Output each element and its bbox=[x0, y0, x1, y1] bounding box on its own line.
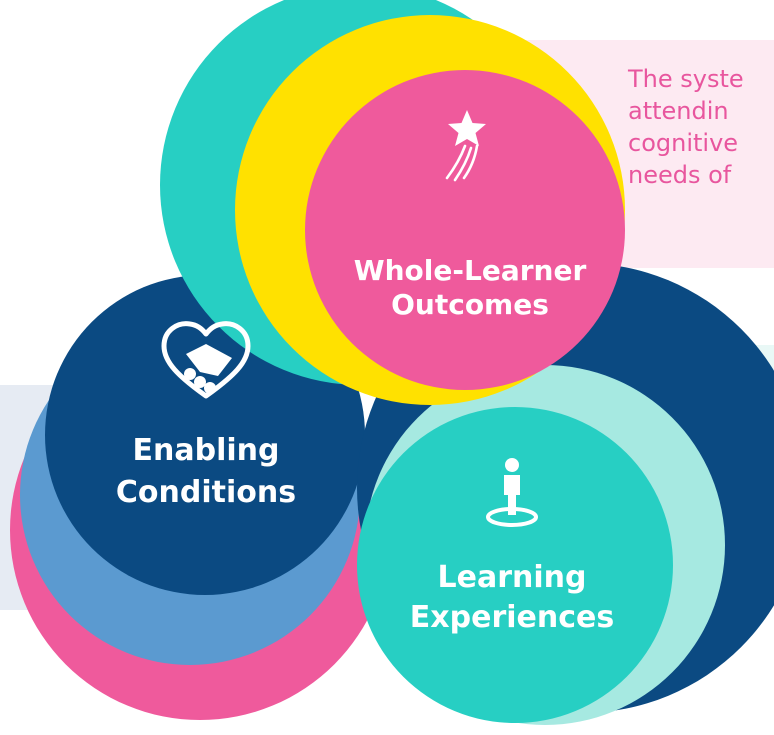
description-line-3: cognitive bbox=[628, 129, 738, 157]
description-line-4: needs of bbox=[628, 161, 732, 189]
enabling-label-line-2: Conditions bbox=[116, 475, 296, 510]
enabling-label-line-1: Enabling bbox=[133, 433, 280, 468]
description-line-2: attendin bbox=[628, 97, 729, 125]
heart-handshake-icon bbox=[161, 321, 251, 399]
learning-inner-teal-circle bbox=[357, 407, 673, 723]
learning-label-line-1: Learning bbox=[438, 560, 587, 595]
outcomes-label-line-1: Whole-Learner bbox=[354, 254, 587, 287]
description-line-1: The syste bbox=[627, 65, 744, 93]
outcomes-inner-pink-circle bbox=[305, 70, 625, 390]
outcomes-label-line-2: Outcomes bbox=[391, 288, 549, 321]
person-target-icon bbox=[486, 458, 538, 527]
learning-label-line-2: Experiences bbox=[410, 600, 614, 635]
shooting-star-icon bbox=[445, 110, 486, 182]
